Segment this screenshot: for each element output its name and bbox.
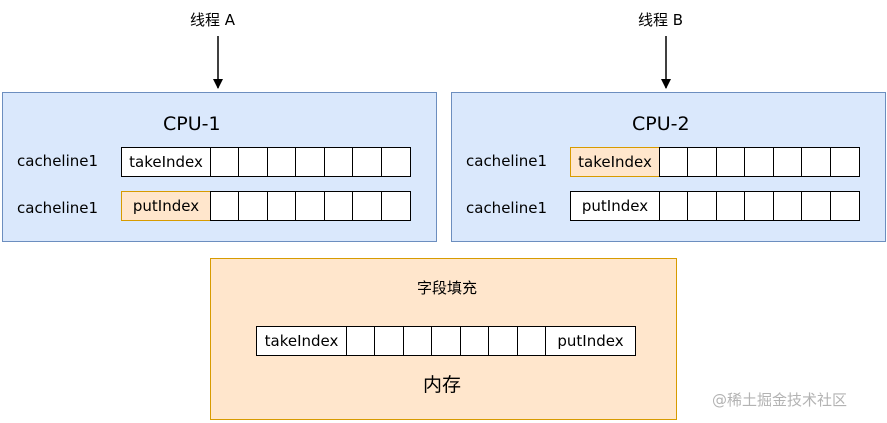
cache-slot: [801, 147, 831, 177]
memory-take-index-cell: takeIndex: [256, 326, 347, 356]
field-padding-label: 字段填充: [417, 279, 478, 297]
cpu-1-title: CPU-1: [163, 113, 221, 135]
cache-slot: [352, 191, 382, 221]
padding-slot: [374, 326, 404, 356]
memory-put-index-cell: putIndex: [545, 326, 636, 356]
cpu-2-row-2-label: cacheline1: [466, 199, 548, 217]
cpu-1-box: CPU-1 cacheline1 takeIndex cacheline1 pu…: [2, 92, 437, 242]
cache-slot: [687, 147, 717, 177]
cache-slot: [323, 191, 354, 221]
cache-slot: [209, 191, 240, 221]
memory-row: takeIndex putIndex: [256, 326, 636, 356]
cache-slot: [658, 191, 689, 221]
cache-slot: [380, 191, 411, 221]
cpu-2-cacheline-row-1: takeIndex: [570, 147, 860, 177]
cpu-1-cacheline-row-2: putIndex: [121, 191, 411, 221]
cache-slot: [744, 191, 774, 221]
cpu-2-row-1-label: cacheline1: [466, 152, 548, 170]
cache-slot: [266, 191, 297, 221]
cpu-2-cacheline-row-2: putIndex: [570, 191, 860, 221]
cache-slot: [266, 147, 297, 177]
padding-slot: [345, 326, 376, 356]
padding-slot: [488, 326, 518, 356]
cache-slot: [772, 147, 803, 177]
thread-a-label: 线程 A: [190, 11, 236, 29]
cache-slot: [658, 147, 689, 177]
cpu-1-take-index-cell: takeIndex: [121, 147, 211, 177]
cache-slot: [295, 147, 325, 177]
cpu-2-put-index-cell: putIndex: [570, 191, 660, 221]
cache-slot: [715, 147, 746, 177]
cache-slot: [380, 147, 411, 177]
cache-slot: [238, 147, 268, 177]
cache-slot: [209, 147, 240, 177]
memory-box: 字段填充 takeIndex putIndex 内存: [210, 258, 677, 420]
cpu-1-row-1-label: cacheline1: [17, 152, 99, 170]
cpu-2-title: CPU-2: [632, 113, 690, 135]
padding-slot: [516, 326, 547, 356]
cpu-2-box: CPU-2 cacheline1 takeIndex cacheline1 pu…: [451, 92, 886, 242]
memory-title: 内存: [423, 374, 462, 396]
padding-slot: [459, 326, 490, 356]
watermark: @稀土掘金技术社区: [712, 391, 848, 409]
padding-slot: [431, 326, 461, 356]
cache-slot: [772, 191, 803, 221]
cache-slot: [295, 191, 325, 221]
cache-slot: [323, 147, 354, 177]
cpu-1-cacheline-row-1: takeIndex: [121, 147, 411, 177]
cache-slot: [829, 147, 860, 177]
cache-slot: [715, 191, 746, 221]
cache-slot: [801, 191, 831, 221]
padding-slot: [402, 326, 433, 356]
cache-slot: [829, 191, 860, 221]
cpu-1-put-index-cell: putIndex: [121, 191, 211, 221]
cache-slot: [238, 191, 268, 221]
cpu-1-row-2-label: cacheline1: [17, 199, 99, 217]
cache-slot: [744, 147, 774, 177]
thread-b-label: 线程 B: [638, 11, 684, 29]
cache-slot: [687, 191, 717, 221]
cpu-2-take-index-cell: takeIndex: [570, 147, 660, 177]
cache-slot: [352, 147, 382, 177]
